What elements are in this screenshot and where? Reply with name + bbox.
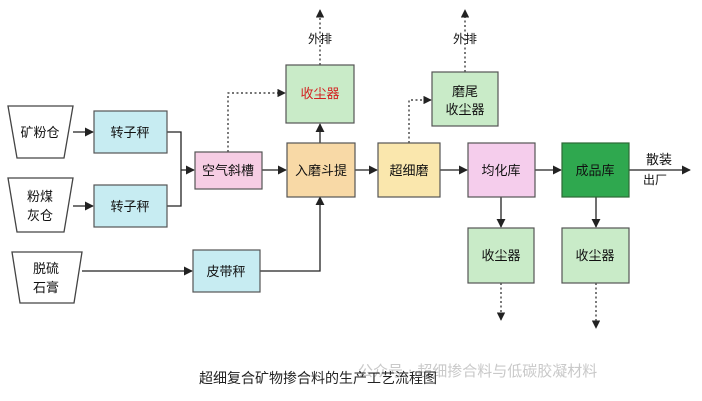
dust-collector-homog-label: 收尘器: [481, 249, 520, 264]
watermark: 公众号 · 超细掺合料与低碳胶凝材料: [358, 362, 598, 380]
rotor-scale-2: 转子秤: [93, 184, 168, 228]
figure-caption: 超细复合矿物掺合料的生产工艺流程图: [199, 371, 437, 387]
product-silo-label: 成品库: [575, 163, 614, 179]
belt-scale-label: 皮带秤: [206, 265, 245, 280]
gypsum-silo: 脱硫 石膏: [11, 251, 83, 304]
homogenizer-silo: 均化库: [467, 142, 536, 198]
rotor-scale-1: 转子秤: [93, 110, 168, 154]
dust-collector-product: 收尘器: [561, 227, 630, 284]
fly-ash-silo: 粉煤 灰仓: [7, 177, 74, 233]
bulk-label-2: 出厂: [643, 173, 667, 187]
arrow-belt-to-hoist: [260, 196, 325, 272]
mill-hoist: 入磨斗提: [286, 142, 356, 198]
exhaust-label-1: 外排: [308, 32, 332, 46]
dust-collector-top: 收尘器: [285, 64, 355, 124]
rotor-scale-2-label: 转子秤: [110, 200, 149, 215]
mill-tail-label-2: 收尘器: [445, 103, 484, 118]
mill-tail-label-1: 磨尾: [452, 85, 478, 100]
rotor-scale-1-label: 转子秤: [110, 126, 149, 141]
air-chute: 空气斜槽: [194, 151, 263, 190]
exhaust-label-2: 外排: [453, 32, 477, 46]
dashed-chute-to-dust: [227, 88, 286, 152]
air-chute-label: 空气斜槽: [202, 163, 254, 179]
mine-silo-label: 矿粉仓: [20, 126, 59, 141]
bulk-label-1: 散装: [646, 153, 672, 168]
dust-collector-top-label: 收尘器: [300, 87, 339, 102]
mill-hoist-label: 入磨斗提: [295, 163, 347, 179]
ultrafine-mill-label: 超细磨: [389, 164, 428, 179]
gypsum-label-1: 脱硫: [33, 262, 59, 277]
dust-collector-product-label: 收尘器: [575, 249, 614, 264]
exhaust-lines: [227, 9, 601, 329]
product-silo: 成品库: [561, 142, 630, 198]
coal-silo-label-1: 粉煤: [27, 190, 53, 205]
arrow-scales-to-chute: [167, 131, 182, 207]
ultrafine-mill: 超细磨: [377, 142, 441, 198]
dust-collector-homog: 收尘器: [467, 227, 535, 284]
gypsum-label-2: 石膏: [33, 280, 59, 296]
belt-scale: 皮带秤: [192, 249, 261, 293]
homogenizer-label: 均化库: [481, 163, 520, 179]
coal-silo-label-2: 灰仓: [27, 209, 53, 224]
mine-powder-silo: 矿粉仓: [7, 105, 74, 159]
mill-tail-dust-collector: 磨尾 收尘器: [431, 71, 499, 127]
flow-lines: [73, 123, 691, 276]
